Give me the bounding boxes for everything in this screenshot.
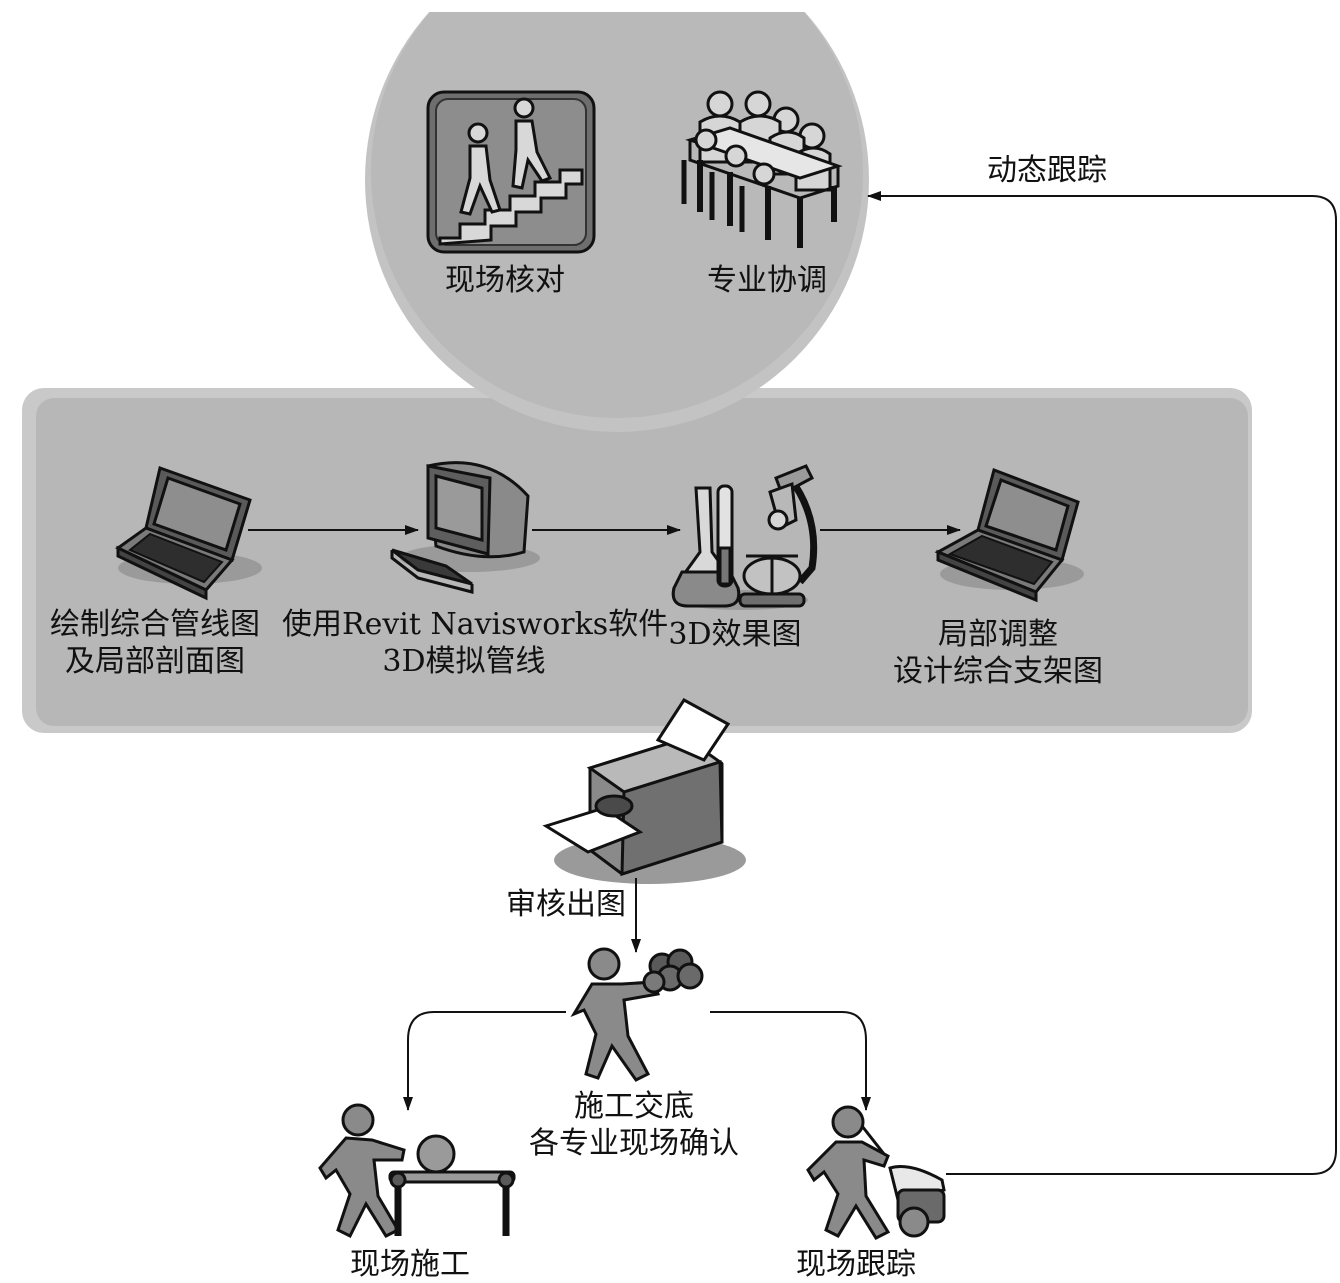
arrow-to-construction — [403, 1011, 566, 1111]
arrow-feedback-loop — [867, 191, 1337, 1175]
worker-tracking-icon — [806, 1105, 946, 1240]
tracking-label: 现场跟踪 — [796, 1247, 916, 1282]
step-4-label: 局部调整设计综合支架图 — [893, 617, 1103, 689]
desktop-computer-icon — [390, 461, 540, 594]
laptop-icon-1 — [115, 466, 262, 601]
worker-carrying-icon — [570, 947, 704, 1082]
site-check-label: 现场核对 — [445, 263, 565, 298]
coordination-label: 专业协调 — [707, 263, 827, 298]
worker-construction-icon — [318, 1103, 516, 1239]
meeting-icon — [681, 90, 843, 248]
print-step-label: 审核出图 — [506, 887, 626, 922]
stairs-icon — [426, 90, 596, 254]
lab-microscope-icon — [671, 464, 818, 610]
design-panel-inner — [36, 398, 1248, 726]
printer-icon — [542, 698, 746, 884]
step-1-label: 绘制综合管线图及局部剖面图 — [50, 607, 260, 679]
handover-label: 施工交底各专业现场确认 — [529, 1089, 739, 1161]
dynamic-tracking-label: 动态跟踪 — [987, 153, 1107, 188]
laptop-icon-2 — [934, 468, 1084, 603]
construction-label: 现场施工 — [350, 1247, 470, 1282]
arrow-to-tracking — [710, 1011, 871, 1111]
step-3-label: 3D效果图 — [668, 617, 802, 652]
